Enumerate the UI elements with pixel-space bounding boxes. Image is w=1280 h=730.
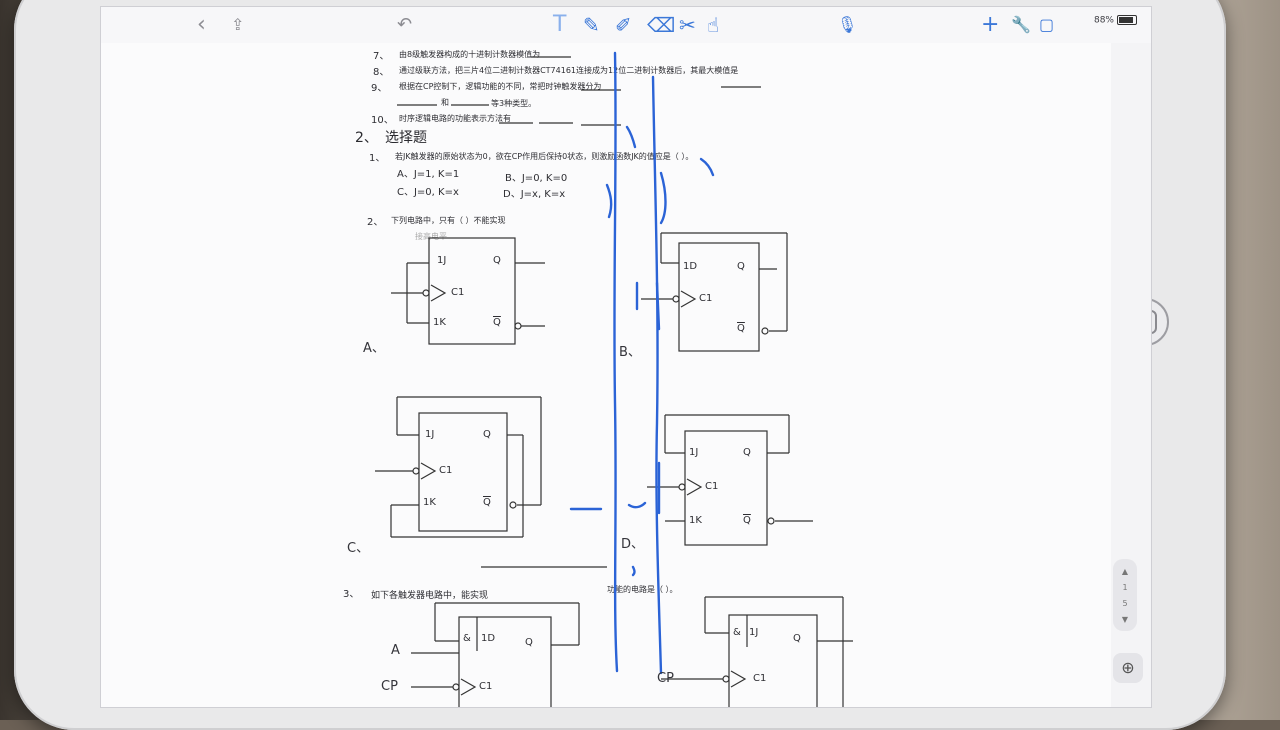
choice-1-option-a: A、J=1, K=1 bbox=[397, 169, 460, 180]
a-qbar-pin: Q bbox=[493, 317, 501, 328]
q3b-and-gate: & bbox=[733, 627, 741, 638]
highlighter-icon[interactable]: ✐ bbox=[615, 13, 632, 37]
scroller-down-icon[interactable]: ▼ bbox=[1121, 615, 1129, 624]
scroller-total-pages: 5 bbox=[1122, 599, 1128, 608]
a-q-pin: Q bbox=[493, 255, 501, 266]
q3a-input-a: A bbox=[391, 643, 400, 658]
battery-text: 88% bbox=[1093, 15, 1114, 26]
section-2-number: 2、 bbox=[355, 130, 378, 146]
choice-3-number: 3、 bbox=[343, 589, 360, 600]
q9-number: 9、 bbox=[371, 83, 388, 94]
section-2-title: 选择题 bbox=[385, 130, 427, 146]
q3b-clock-pin: C1 bbox=[753, 673, 767, 684]
chevron-left-icon[interactable]: ‹ bbox=[197, 12, 206, 37]
a-clock-pin: C1 bbox=[451, 287, 465, 298]
c-q-pin: Q bbox=[483, 429, 491, 440]
add-button[interactable]: + bbox=[981, 12, 1000, 37]
q10-number: 10、 bbox=[371, 115, 394, 126]
d-j-pin: 1J bbox=[689, 447, 699, 458]
q9-text: 根据在CP控制下，逻辑功能的不同，常把时钟触发器分为 bbox=[399, 82, 602, 91]
c-clock-pin: C1 bbox=[439, 465, 453, 476]
pen-icon[interactable]: ✎ bbox=[583, 13, 600, 37]
d-clock-pin: C1 bbox=[705, 481, 719, 492]
d-q-pin: Q bbox=[743, 447, 751, 458]
d-qbar-pin: Q bbox=[743, 515, 751, 526]
choice-1-option-c: C、J=0, K=x bbox=[397, 187, 459, 198]
eraser-icon[interactable]: ⌫ bbox=[647, 13, 676, 37]
q3a-d-pin: 1D bbox=[481, 633, 496, 644]
choice-3-tail: 功能的电路是（ ）。 bbox=[607, 585, 678, 594]
q10-text: 时序逻辑电路的功能表示方法有 bbox=[399, 114, 511, 123]
b-clock-pin: C1 bbox=[699, 293, 713, 304]
microphone-icon[interactable]: 🎙 bbox=[837, 15, 858, 34]
wrench-icon[interactable]: 🔧 bbox=[1011, 15, 1031, 34]
q8-number: 8、 bbox=[373, 67, 390, 78]
choice-2-number: 2、 bbox=[367, 217, 384, 228]
choice-3-text: 如下各触发器电路中，能实现 bbox=[371, 591, 489, 601]
q3a-q-pin: Q bbox=[525, 637, 533, 648]
a-j-pin: 1J bbox=[437, 255, 447, 266]
pages-icon[interactable]: ▢ bbox=[1039, 15, 1055, 34]
b-qbar-pin: Q bbox=[737, 323, 745, 334]
scroller-up-icon[interactable]: ▲ bbox=[1121, 567, 1129, 576]
option-c-label: C、 bbox=[347, 541, 370, 556]
q8-text: 通过级联方法，把三片4位二进制计数器CT74161连接成为12位二进制计数器后，… bbox=[399, 66, 739, 75]
text-tool-button[interactable]: T bbox=[553, 12, 567, 37]
scroller-current-page: 1 bbox=[1122, 583, 1128, 592]
option-b-label: B、 bbox=[619, 345, 641, 360]
d-k-pin: 1K bbox=[689, 515, 702, 526]
document-page[interactable]: 7、 由8级触发器构成的十进制计数器模值为 8、 通过级联方法，把三片4位二进制… bbox=[101, 43, 1111, 707]
q3b-q-pin: Q bbox=[793, 633, 801, 644]
q3a-input-cp: CP bbox=[381, 679, 398, 694]
q7-number: 7、 bbox=[373, 51, 390, 62]
option-d-label: D、 bbox=[621, 537, 645, 552]
q7-text: 由8级触发器构成的十进制计数器模值为 bbox=[399, 50, 541, 59]
status-bar: 88% bbox=[1094, 15, 1137, 26]
q9-end-text: 等3种类型。 bbox=[491, 99, 537, 108]
choice-2-subtext: 接高电平 bbox=[415, 232, 447, 241]
choice-1-option-b: B、J=0, K=0 bbox=[505, 173, 568, 184]
a-k-pin: 1K bbox=[433, 317, 446, 328]
choice-2-text: 下列电路中，只有（ ）不能实现 bbox=[391, 216, 506, 225]
circuit-diagrams bbox=[375, 51, 853, 707]
scissors-icon[interactable]: ✂ bbox=[679, 13, 696, 37]
hand-icon[interactable]: ☝ bbox=[707, 13, 720, 37]
choice-1-text: 若JK触发器的原始状态为0，欲在CP作用后保持0状态，则激励函数JK的值应是（ … bbox=[395, 152, 694, 161]
zoom-in-icon[interactable]: ⊕ bbox=[1113, 653, 1143, 683]
b-d-pin: 1D bbox=[683, 261, 698, 272]
q3a-clock-pin: C1 bbox=[479, 681, 493, 692]
c-k-pin: 1K bbox=[423, 497, 436, 508]
b-q-pin: Q bbox=[737, 261, 745, 272]
q3b-input-cp: CP bbox=[657, 671, 674, 686]
q3b-j-pin: 1J bbox=[749, 627, 759, 638]
battery-icon bbox=[1117, 15, 1137, 25]
choice-1-option-d: D、J=x, K=x bbox=[503, 189, 566, 200]
q9-mid-text: 和 bbox=[441, 98, 449, 107]
choice-1-number: 1、 bbox=[369, 153, 386, 164]
toolbar: ‹ ⇪ ↶ T ✎ ✐ ⌫ ✂ ☝ 🎙 + 🔧 ▢ 88% bbox=[101, 7, 1151, 43]
q3a-and-gate: & bbox=[463, 633, 471, 644]
share-icon[interactable]: ⇪ bbox=[231, 15, 245, 34]
undo-icon[interactable]: ↶ bbox=[397, 14, 413, 35]
page-scroller[interactable]: ▲ 1 5 ▼ bbox=[1113, 559, 1137, 631]
tablet-screen: ‹ ⇪ ↶ T ✎ ✐ ⌫ ✂ ☝ 🎙 + 🔧 ▢ 88% 7、 由8级触发器构… bbox=[100, 6, 1152, 708]
option-a-label: A、 bbox=[363, 341, 385, 356]
c-j-pin: 1J bbox=[425, 429, 435, 440]
c-qbar-pin: Q bbox=[483, 497, 491, 508]
